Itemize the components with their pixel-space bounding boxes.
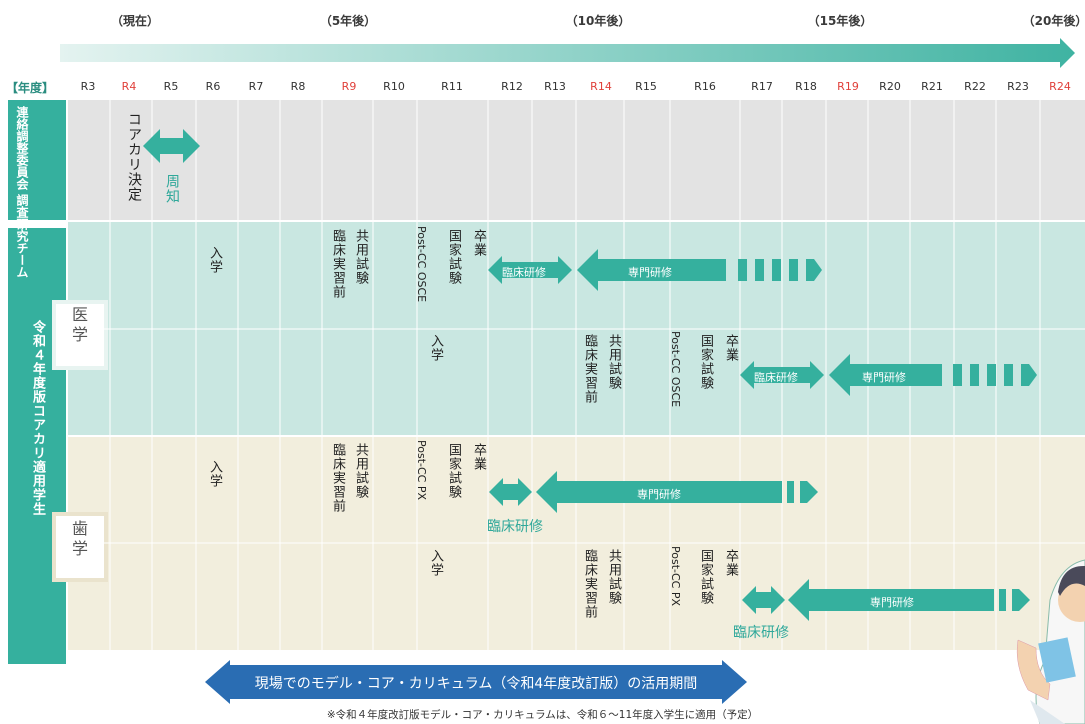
graduation-dent-1: 卒業 [471,443,486,471]
timeline-arrow [60,38,1075,68]
national-exam-med-1: 国家試験 [446,229,461,285]
enroll-med-1: 入学 [207,246,222,274]
year-label-r9: R9 [341,80,357,93]
graduation-dent-2: 卒業 [723,549,738,577]
period-banner-shape [205,660,747,704]
specialty-training-label-dent-2: 専門研修 [870,596,914,609]
common-exam-med-2: 共用試験 [606,334,621,390]
clinical-training-label-med-1: 臨床研修 [502,266,546,279]
clinical-pre-med-2: 臨床実習前 [582,334,597,404]
year-label-r5: R5 [163,80,179,93]
year-label-r6: R6 [205,80,221,93]
year-label-r4: R4 [121,80,137,93]
graduation-med-1: 卒業 [471,229,486,257]
year-label-r11: R11 [441,80,463,93]
year-label-r21: R21 [921,80,943,93]
year-label-r16: R16 [694,80,716,93]
year-label-r13: R13 [544,80,566,93]
national-exam-dent-1: 国家試験 [446,443,461,499]
year-header: 【年度】 [6,81,55,95]
year-label-r17: R17 [751,80,773,93]
clinical-pre-dent-1: 臨床実習前 [330,443,345,513]
year-label-r19: R19 [837,80,859,93]
year-label-r14: R14 [590,80,612,93]
national-exam-dent-2: 国家試験 [698,549,713,605]
year-label-r22: R22 [964,80,986,93]
postcc-osce-med-1: Post-CC OSCE [415,226,428,303]
year-label-r8: R8 [290,80,306,93]
period-banner: 現場でのモデル・コア・カリキュラム（令和4年度改訂版）の活用期間 [254,676,698,692]
year-label-r15: R15 [635,80,657,93]
clinical-pre-med-1: 臨床実習前 [330,229,345,299]
postcc-px-dent-1: Post-CC PX [415,440,428,501]
medicine-label: 医学 [69,306,88,346]
milestone-15y: （15年後） [807,14,873,28]
year-label-r20: R20 [879,80,901,93]
clinical-training-arrow [488,256,572,284]
national-exam-med-2: 国家試験 [698,334,713,390]
postcc-px-dent-2: Post-CC PX [669,546,682,607]
students-label: 令和４年度版コアカリ適用学生 [30,320,45,516]
enroll-dent-1: 入学 [207,460,222,488]
coacali-decided: コアカリ決定 [126,112,142,202]
year-label-r7: R7 [248,80,264,93]
common-exam-dent-2: 共用試験 [606,549,621,605]
milestone-20y: （20年後） [1022,14,1085,28]
publicize-label: 周知 [164,174,180,204]
common-exam-dent-1: 共用試験 [353,443,368,499]
enroll-dent-2: 入学 [428,549,443,577]
common-exam-med-1: 共用試験 [353,229,368,285]
year-label-r3: R3 [80,80,96,93]
postcc-osce-med-2: Post-CC OSCE [669,331,682,408]
year-label-r18: R18 [795,80,817,93]
year-label-r23: R23 [1007,80,1029,93]
specialty-training-label-med-2: 専門研修 [862,371,906,384]
committee-label: 連絡調整委員会 調査研究チーム [15,106,29,279]
doctor-illustration [1016,559,1085,724]
graduation-med-2: 卒業 [723,334,738,362]
publicize-arrow [143,129,200,163]
specialty-training-arrow [577,249,726,291]
milestone-5y: （5年後） [319,14,377,28]
year-label-r12: R12 [501,80,523,93]
year-label-r10: R10 [383,80,405,93]
clinical-training-label-med-2: 臨床研修 [754,371,798,384]
specialty-training-label-dent-1: 専門研修 [637,488,681,501]
clinical-pre-dent-2: 臨床実習前 [582,549,597,619]
enroll-med-2: 入学 [428,334,443,362]
clinical-training-label-dent-1: 臨床研修 [487,519,543,535]
milestone-now: （現在） [110,14,160,28]
clinical-training-label-dent-2: 臨床研修 [733,625,789,641]
specialty-training-label-med-1: 専門研修 [628,266,672,279]
year-label-r24: R24 [1049,80,1071,93]
dentistry-label: 歯学 [69,520,88,560]
milestone-10y: （10年後） [565,14,631,28]
footnote: ※令和４年度改訂版モデル・コア・カリキュラムは、令和６～11年度入学生に適用（予… [326,709,759,721]
